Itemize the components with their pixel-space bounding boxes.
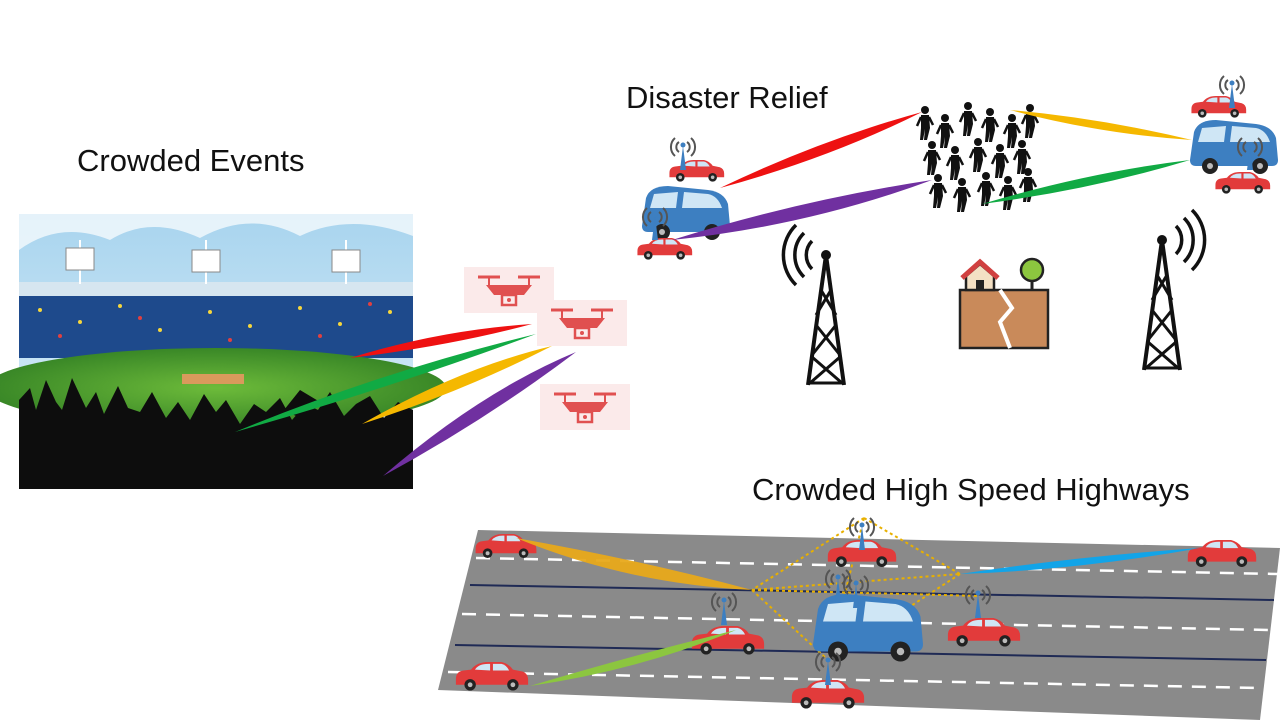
- highways-label: Crowded High Speed Highways: [752, 472, 1190, 507]
- car-icon: [1191, 96, 1247, 118]
- beam-red: [720, 112, 922, 188]
- beam-green: [235, 334, 536, 432]
- cell-tower-icon: [1142, 208, 1207, 372]
- beam-yellow: [362, 346, 552, 424]
- beam-yellow: [1010, 110, 1192, 140]
- beam-purple: [383, 352, 576, 476]
- cell-tower-icon: [781, 223, 846, 387]
- bus-icon: [1190, 120, 1278, 174]
- car-icon: [1215, 172, 1271, 194]
- crowded-events-label: Crowded Events: [77, 143, 305, 178]
- disaster-relief-label: Disaster Relief: [626, 80, 828, 115]
- bus-icon: [813, 594, 923, 662]
- car-icon: [637, 238, 693, 260]
- stadium-image: [0, 214, 446, 489]
- drone-icon: [535, 298, 629, 348]
- car-icon: [669, 160, 725, 182]
- beam-red: [350, 324, 532, 358]
- beam-cyan: [960, 548, 1200, 574]
- beam-lightgreen: [530, 630, 736, 686]
- beam-purple: [672, 180, 932, 240]
- drone-icon: [538, 382, 632, 432]
- beam-orange: [516, 538, 752, 590]
- earthquake-house-icon: [958, 257, 1050, 350]
- beam-green: [982, 160, 1190, 204]
